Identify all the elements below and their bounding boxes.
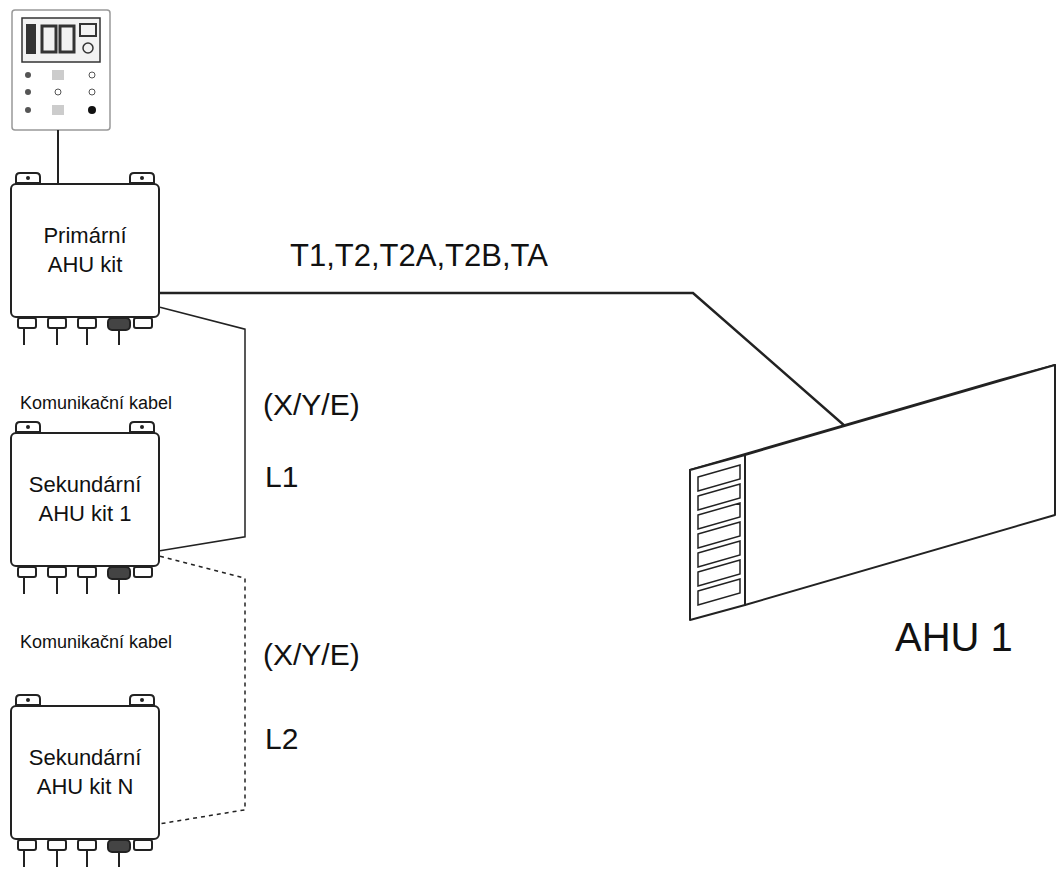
communication-cable: [160, 556, 245, 824]
air-handling-unit: AHU 1: [680, 360, 1058, 680]
unit-name: AHU 1: [895, 615, 1013, 660]
signal-names: T1,T2,T2A,T2B,TA: [290, 238, 548, 274]
wired-controller: [12, 10, 110, 130]
controller-cable: [57, 130, 59, 183]
terminal-label: (X/Y/E): [263, 388, 360, 422]
terminal-label: (X/Y/E): [263, 638, 360, 672]
line-label: L2: [265, 722, 298, 756]
cable-label: Komunikační kabel: [20, 632, 172, 653]
kit-name: Sekundární AHU kit N: [25, 744, 145, 801]
cable-label: Komunikační kabel: [20, 393, 172, 414]
kit-name: Sekundární AHU kit 1: [25, 471, 145, 528]
secondary-kit: Sekundární AHU kit N: [10, 705, 160, 840]
signal-cable: [160, 293, 870, 448]
secondary-kit: Sekundární AHU kit 1: [10, 432, 160, 567]
line-label: L1: [265, 460, 298, 494]
kit-name: Primární AHU kit: [25, 222, 145, 279]
communication-cable: [160, 307, 245, 551]
primary-kit: Primární AHU kit: [10, 183, 160, 318]
